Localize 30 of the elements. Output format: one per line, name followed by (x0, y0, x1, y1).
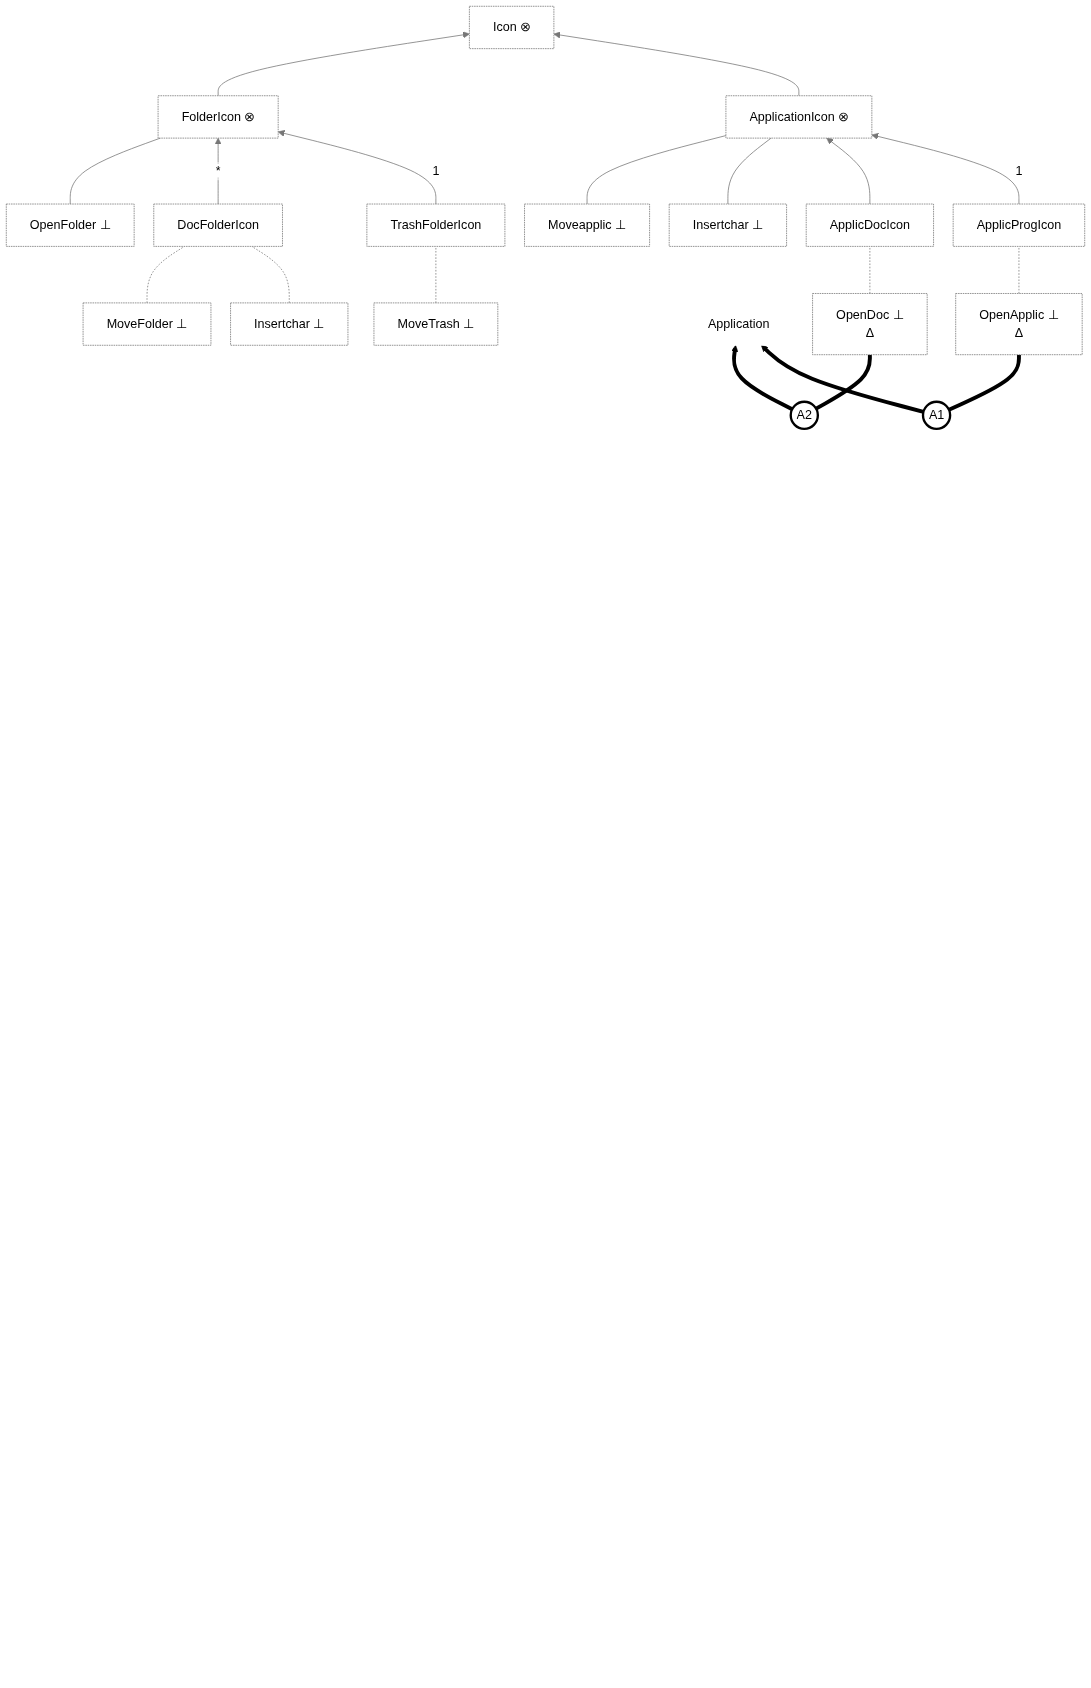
node-box: OpenFolder ⊥ (5, 203, 135, 247)
node-box: Moveapplic ⊥ (524, 203, 650, 247)
connector (69, 137, 161, 205)
node-circle: A2 (789, 400, 820, 431)
node-box: OpenDoc ⊥ Δ (812, 293, 928, 356)
connector (948, 354, 1021, 412)
edge-label: 1 (432, 164, 440, 178)
node-box: MoveTrash ⊥ (373, 302, 499, 346)
connector (869, 246, 871, 294)
node-text: Application (707, 317, 770, 331)
node-box: Insertchar ⊥ (230, 302, 349, 346)
node-box: ApplicProgIcon (952, 203, 1086, 247)
node-circle: A1 (921, 400, 952, 431)
connector (1018, 246, 1020, 294)
edge-label: * (215, 164, 221, 178)
node-box: Icon ⊗ (469, 5, 555, 50)
node-box: ApplicationIcon ⊗ (725, 95, 873, 139)
node-box: FolderIcon ⊗ (157, 95, 279, 139)
node-box: TrashFolderIcon (366, 203, 506, 247)
edge-label: 1 (1015, 164, 1023, 178)
node-box: OpenApplic ⊥ Δ (955, 293, 1083, 356)
node-box: ApplicDocIcon (805, 203, 934, 247)
arrow (731, 344, 794, 411)
node-box: MoveFolder ⊥ (82, 302, 212, 346)
node-box: Insertchar ⊥ (668, 203, 787, 247)
connector (727, 137, 772, 205)
node-box: DocFolderIcon (153, 203, 283, 247)
connector (815, 354, 872, 411)
connector (586, 135, 727, 205)
arrow (761, 344, 924, 414)
